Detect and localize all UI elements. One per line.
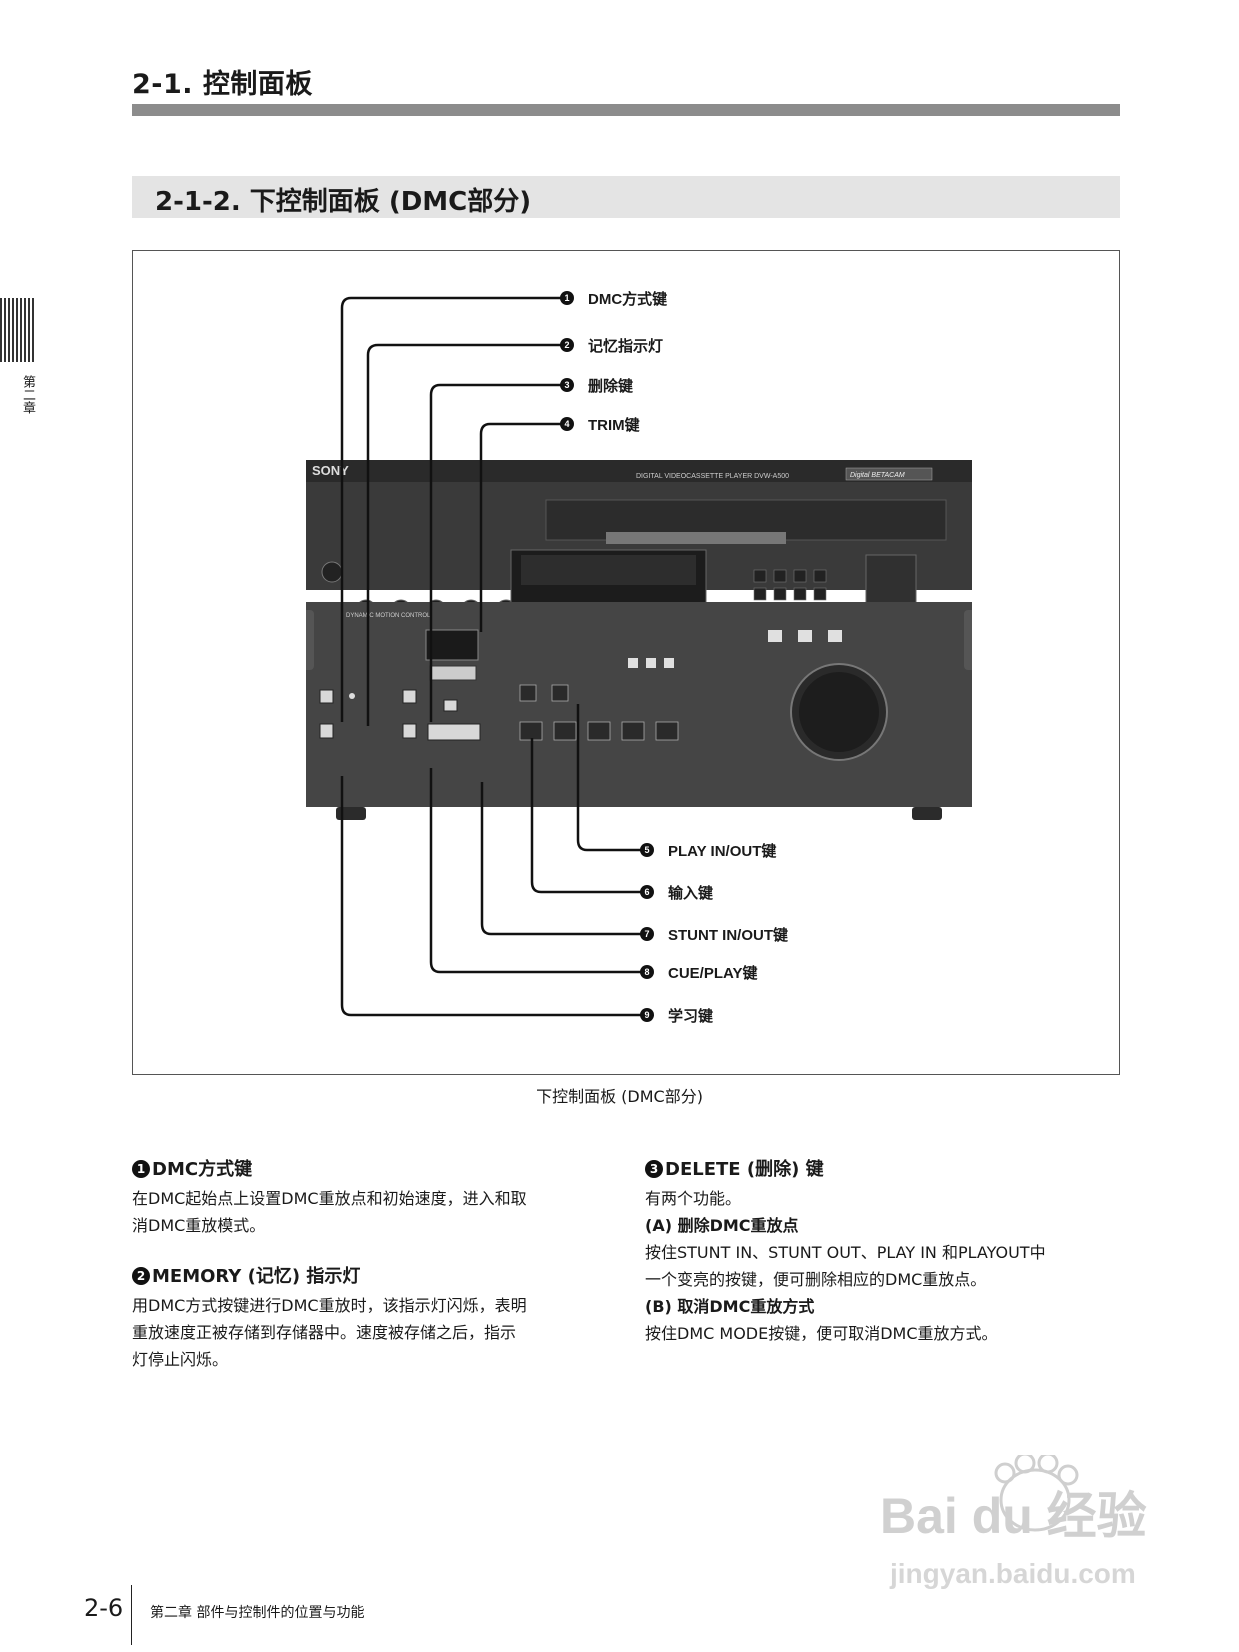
format-logo: Digital BETACAM [850, 472, 905, 479]
sub-heading: (B) 取消DMC重放方式 [645, 1297, 815, 1316]
body-line: 灯停止闪烁。 [132, 1350, 229, 1369]
item-title: DELETE (删除) 键 [665, 1159, 824, 1180]
memory-indicator [349, 693, 355, 699]
watermark-url: jingyan.baidu.com [889, 1558, 1136, 1589]
callout-num: 4 [564, 419, 569, 429]
body-line: 用DMC方式按键进行DMC重放时，该指示灯闪烁，表明 [132, 1296, 527, 1315]
watermark-logo: Bai du 经验 [880, 1488, 1147, 1544]
callout-label-play-in-out-key: PLAY IN/OUT键 [668, 843, 777, 860]
item-number: 3 [645, 1160, 663, 1178]
callout-num: 1 [564, 293, 569, 303]
item-number: 1 [132, 1160, 150, 1178]
callout-label-learn-key: 学习键 [668, 1008, 714, 1025]
callout-label-stunt-in-out-key: STUNT IN/OUT键 [668, 927, 788, 944]
body-line: 按住DMC MODE按键，便可取消DMC重放方式。 [645, 1324, 998, 1343]
callout-line-8 [429, 768, 646, 974]
brand-logo: SONY [312, 463, 349, 478]
body-line: 消DMC重放模式。 [132, 1216, 266, 1235]
body-line: 一个变亮的按键，便可删除相应的DMC重放点。 [645, 1270, 987, 1289]
dmc-mode-key [319, 689, 334, 704]
chapter-tab-label: 第二章 [20, 375, 35, 414]
header-rule [132, 104, 1120, 116]
callout-num: 6 [644, 887, 649, 897]
item-title: MEMORY (记忆) 指示灯 [152, 1266, 361, 1287]
figure-caption: 下控制面板 (DMC部分) [536, 1087, 703, 1106]
item-title: DMC方式键 [152, 1159, 253, 1180]
footer-chapter-text: 第二章 部件与控制件的位置与功能 [150, 1605, 365, 1621]
baidu-watermark: Bai du 经验 jingyan.baidu.com [880, 1455, 1147, 1589]
callout-label-delete-key: 删除键 [588, 378, 634, 395]
callout-num: 9 [644, 1010, 649, 1020]
body-line: 在DMC起始点上设置DMC重放点和初始速度，进入和取 [132, 1189, 527, 1208]
sub-heading: (A) 删除DMC重放点 [645, 1216, 799, 1235]
format-logo-box [845, 467, 933, 481]
stunt-in-out-buttons [427, 723, 481, 741]
delete-key [402, 689, 417, 704]
subsection-band [132, 176, 1120, 218]
callout-label-memory-indicator: 记忆指示灯 [588, 338, 664, 355]
footer-rule [131, 1585, 132, 1645]
dmc-panel-label: DYNAMIC MOTION CONTROL [346, 613, 431, 619]
callout-line-4 [479, 422, 566, 632]
section-title: 2-1. 控制面板 [132, 69, 313, 100]
callout-num: 3 [564, 380, 569, 390]
body-line: 重放速度正被存储到存储器中。速度被存储之后，指示 [132, 1323, 517, 1342]
callout-line-2 [366, 343, 566, 726]
callout-num: 5 [644, 845, 649, 855]
callout-line-9 [340, 776, 646, 1017]
callout-label-enter-key: 输入键 [668, 885, 714, 902]
callout-line-3 [429, 383, 566, 722]
subsection-title: 2-1-2. 下控制面板 (DMC部分) [155, 187, 532, 217]
enter-key [443, 699, 458, 712]
trim-display [425, 629, 479, 661]
model-text: DIGITAL VIDEOCASSETTE PLAYER DVW-A500 [636, 473, 789, 480]
callout-line-1 [340, 296, 566, 722]
cue-play-key [402, 723, 417, 739]
callout-num: 2 [564, 340, 569, 350]
body-line: 按住STUNT IN、STUNT OUT、PLAY IN 和PLAYOUT中 [645, 1243, 1046, 1262]
callout-label-trim-key: TRIM键 [588, 417, 640, 434]
learn-key [319, 723, 334, 739]
device-photo: SONY DIGITAL VIDEOCASSETTE PLAYER DVW-A5… [306, 460, 972, 820]
figure-frame [132, 250, 1120, 1075]
callout-label-dmc-mode-key: DMC方式键 [588, 291, 668, 308]
callout-line-6 [530, 738, 646, 894]
body-line: 有两个功能。 [645, 1189, 742, 1208]
callout-line-7 [480, 782, 646, 936]
callout-num: 8 [644, 967, 649, 977]
callout-label-cue-play-key: CUE/PLAY键 [668, 965, 758, 982]
chapter-tab-marker [0, 298, 34, 362]
callout-num: 7 [644, 929, 649, 939]
item-number: 2 [132, 1267, 150, 1285]
callout-line-5 [576, 704, 646, 852]
page-number: 2-6 [84, 1594, 124, 1622]
